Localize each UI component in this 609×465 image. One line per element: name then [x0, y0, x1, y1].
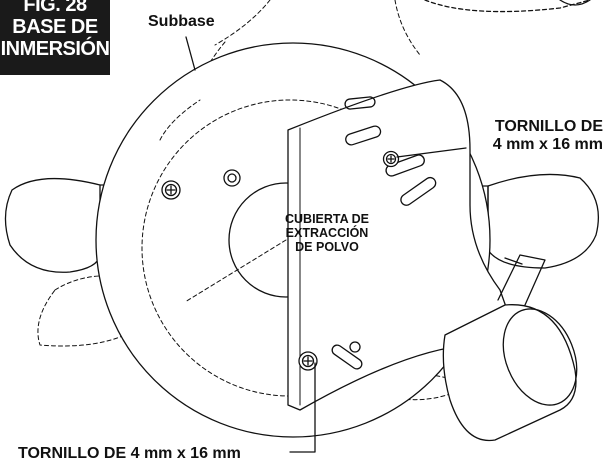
figure-badge: FIG. 28 BASE DE INMERSIÓN — [0, 0, 110, 75]
leader-screw-bottom — [289, 362, 316, 453]
cover-slot — [345, 125, 382, 146]
screw-right-label-line1: TORNILLO DE — [494, 118, 603, 135]
cover-slot — [344, 96, 376, 110]
leader-subbase — [185, 36, 196, 71]
left-screw — [161, 180, 181, 200]
mount-hole-inner — [227, 173, 237, 183]
dust-cover-label: CUBIERTA DE EXTRACCIÓN DE POLVO — [272, 212, 382, 254]
dust-cover-label-line3: DE POLVO — [295, 239, 359, 254]
right-screw — [382, 150, 400, 168]
subbase-label: Subbase — [148, 13, 215, 30]
right-handle — [487, 173, 599, 269]
screw-right-label-line2: 4 mm x 16 mm — [492, 135, 603, 153]
figure-number: FIG. 28 — [23, 0, 87, 16]
top-right-fragment — [424, 0, 591, 13]
bottom-screw — [298, 351, 318, 371]
cover-slot — [331, 344, 363, 370]
mount-hole-outer — [223, 169, 241, 187]
screw-right-label: TORNILLO DE 4 mm x 16 mm — [493, 118, 603, 153]
figure-title-line2: INMERSIÓN — [0, 38, 110, 60]
left-handle — [4, 177, 101, 273]
cover-slot — [385, 154, 425, 177]
dust-cover — [287, 79, 511, 411]
dust-cover-label-line1: CUBIERTA DE — [284, 212, 370, 226]
screw-bottom-label: TORNILLO DE 4 mm x 16 mm — [18, 445, 241, 462]
dust-cover-label-line2: EXTRACCIÓN — [285, 225, 369, 240]
figure-title-line1: BASE DE — [12, 16, 98, 38]
leader-screw-right — [396, 147, 467, 158]
cover-slot — [400, 176, 437, 206]
